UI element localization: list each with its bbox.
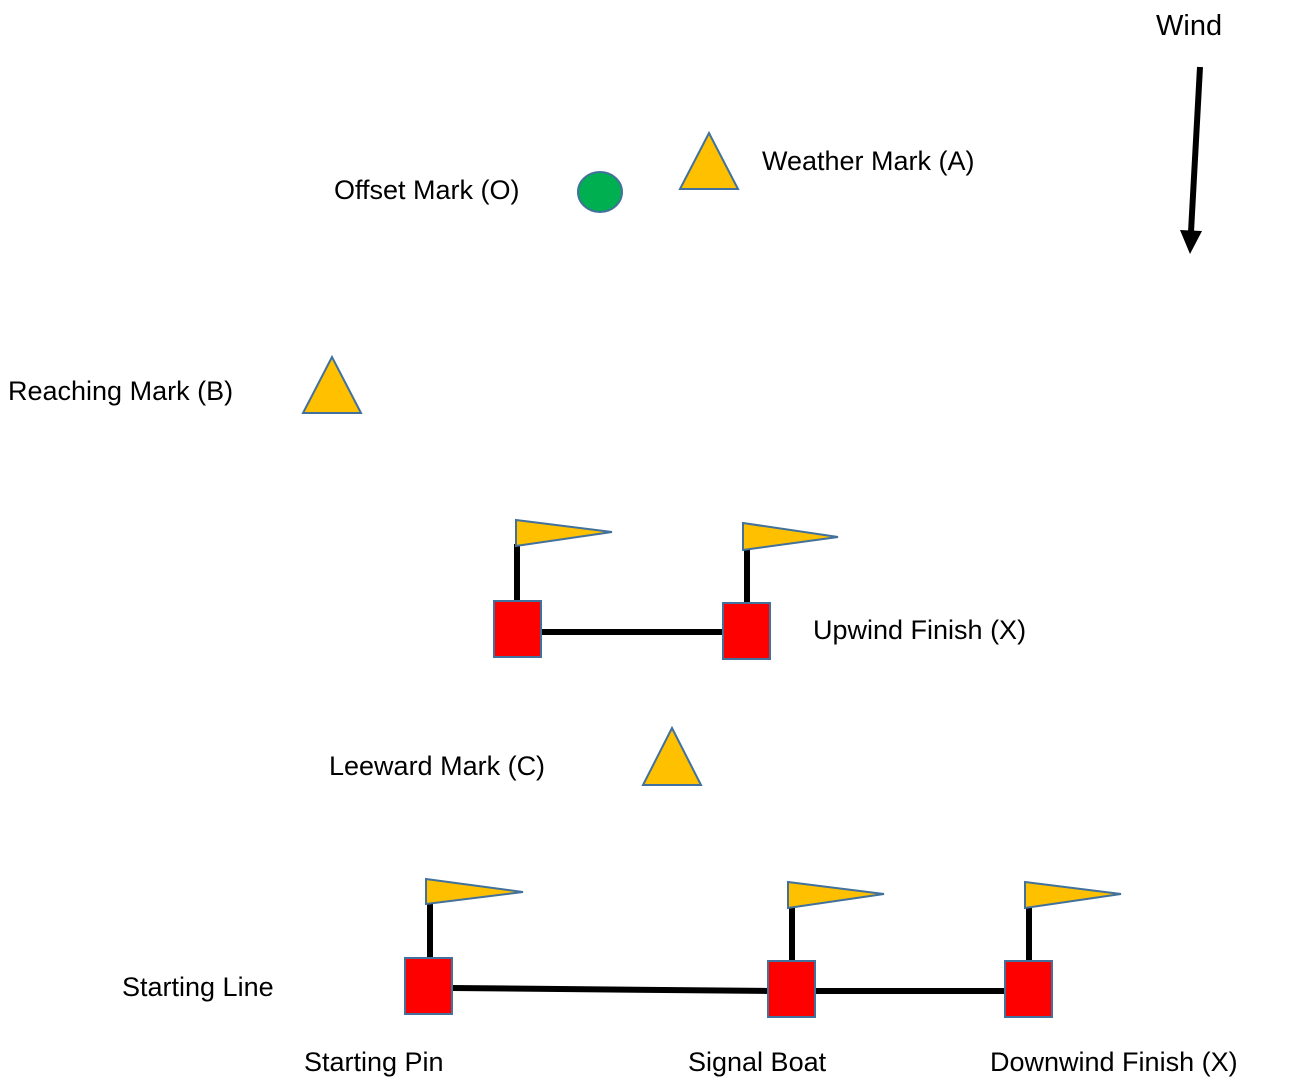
starting-pin-boat (404, 877, 524, 1015)
wind-arrow-icon (1180, 66, 1203, 254)
signal-boat (767, 880, 885, 1018)
starting-pin-label: Starting Pin (304, 1047, 444, 1077)
reaching-mark-triangle-icon (301, 354, 363, 414)
reaching-mark-label: Reaching Mark (B) (8, 376, 234, 406)
leeward-mark-triangle-icon (641, 725, 703, 786)
downwind-finish-boat (1004, 880, 1122, 1018)
upwind-finish-label: Upwind Finish (X) (813, 615, 1027, 645)
boat-square-icon (493, 600, 542, 658)
boat-square-icon (404, 957, 453, 1015)
upwind-finish-right-boat (722, 521, 839, 660)
weather-mark-label: Weather Mark (A) (762, 146, 975, 176)
boat-square-icon (1004, 960, 1053, 1018)
starting-line (404, 877, 1122, 1018)
flag-icon (425, 877, 524, 906)
upwind-finish-left-boat (493, 518, 613, 658)
offset-mark-circle-icon (577, 171, 623, 213)
downwind-finish-label: Downwind Finish (X) (990, 1047, 1238, 1077)
signal-boat-label: Signal Boat (688, 1047, 827, 1077)
boat-square-icon (722, 602, 771, 660)
upwind-finish-line (493, 518, 839, 660)
offset-mark-label: Offset Mark (O) (334, 175, 520, 205)
boat-square-icon (767, 960, 816, 1018)
flag-icon (787, 880, 885, 910)
flag-icon (1024, 880, 1122, 910)
leeward-mark-label: Leeward Mark (C) (329, 751, 546, 781)
flag-icon (515, 518, 613, 548)
flag-icon (742, 521, 839, 552)
starting-line-label: Starting Line (122, 972, 274, 1002)
wind-label: Wind (1156, 10, 1223, 42)
weather-mark-triangle-icon (678, 130, 740, 190)
